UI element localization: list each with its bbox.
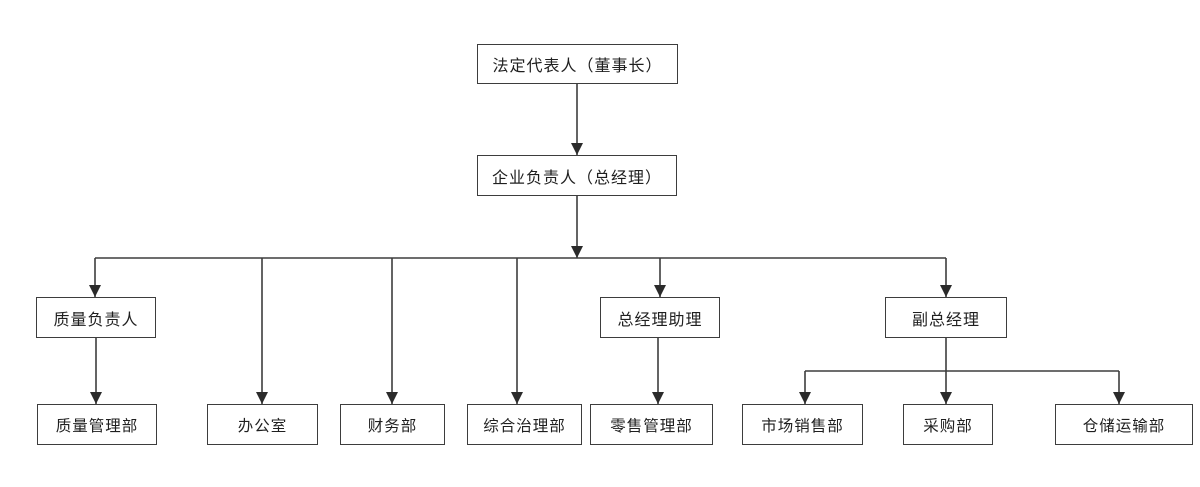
- node-gm-assistant: 总经理助理: [600, 297, 720, 338]
- node-finance-dept: 财务部: [340, 404, 445, 445]
- node-general-manager: 企业负责人（总经理）: [477, 155, 677, 196]
- node-quality-head: 质量负责人: [36, 297, 156, 338]
- node-purchasing-dept: 采购部: [903, 404, 993, 445]
- node-comprehensive-governance-dept: 综合治理部: [467, 404, 582, 445]
- node-quality-management-dept: 质量管理部: [37, 404, 157, 445]
- node-office: 办公室: [207, 404, 318, 445]
- node-legal-representative: 法定代表人（董事长）: [477, 44, 678, 84]
- node-warehousing-transport-dept: 仓储运输部: [1055, 404, 1193, 445]
- node-market-sales-dept: 市场销售部: [742, 404, 863, 445]
- node-deputy-gm: 副总经理: [885, 297, 1007, 338]
- node-retail-management-dept: 零售管理部: [590, 404, 713, 445]
